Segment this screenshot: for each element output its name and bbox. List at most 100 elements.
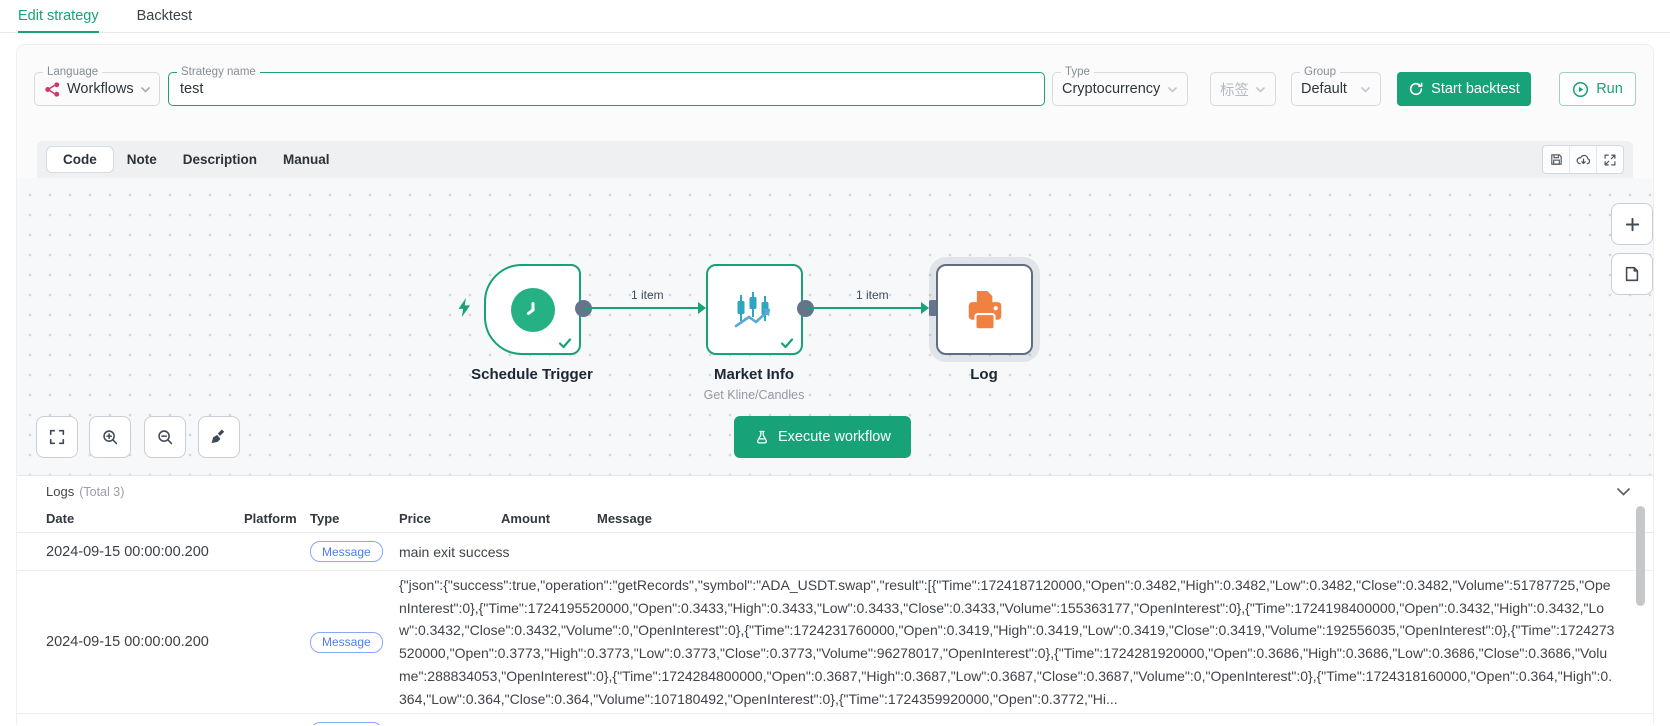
zoom-out-icon bbox=[156, 428, 174, 446]
strategy-name-label: Strategy name bbox=[177, 65, 260, 79]
log-message: main exit success bbox=[399, 543, 510, 560]
col-type: Type bbox=[310, 511, 340, 526]
tags-select[interactable]: 标签 bbox=[1210, 72, 1276, 106]
log-type-badge: Message bbox=[310, 722, 383, 725]
strategy-name-field: Strategy name bbox=[168, 65, 1045, 106]
logs-title: Logs bbox=[46, 484, 75, 499]
tab-edit-strategy[interactable]: Edit strategy bbox=[18, 0, 99, 33]
strategy-name-input[interactable] bbox=[178, 80, 1035, 98]
sync-icon bbox=[1408, 81, 1424, 97]
tab-manual[interactable]: Manual bbox=[283, 152, 330, 167]
editor-toolbar: Code Note Description Manual bbox=[37, 141, 1633, 178]
fit-view-icon bbox=[48, 428, 66, 446]
cloud-download-icon[interactable] bbox=[1569, 146, 1596, 173]
clear-canvas-button[interactable] bbox=[198, 416, 240, 458]
logs-total: (Total 3) bbox=[79, 484, 125, 499]
zoom-in-icon bbox=[101, 428, 119, 446]
connection-label: 1 item bbox=[631, 288, 664, 302]
tab-note[interactable]: Note bbox=[126, 152, 157, 167]
log-message: {"json":{"success":true,"operation":"get… bbox=[399, 577, 1615, 707]
node-log[interactable] bbox=[936, 264, 1033, 355]
tab-code[interactable]: Code bbox=[46, 146, 114, 173]
node-label-schedule-trigger: Schedule Trigger bbox=[471, 366, 593, 383]
printer-icon bbox=[962, 288, 1008, 332]
col-amount: Amount bbox=[501, 511, 551, 526]
node-label-log: Log bbox=[970, 366, 998, 383]
connection-line bbox=[806, 307, 921, 309]
output-connector[interactable] bbox=[797, 300, 814, 317]
editor-tools bbox=[1542, 145, 1624, 174]
col-platform: Platform bbox=[244, 511, 297, 526]
node-schedule-trigger[interactable] bbox=[484, 264, 581, 355]
workflow-icon bbox=[44, 81, 61, 98]
log-row[interactable]: 2024-09-15 00:00:00.200 Message {"json":… bbox=[17, 571, 1653, 715]
log-type-badge: Message bbox=[310, 631, 383, 653]
chevron-down-icon bbox=[1360, 86, 1371, 93]
group-select[interactable]: Group Default bbox=[1291, 65, 1381, 106]
execute-workflow-label: Execute workflow bbox=[778, 429, 891, 445]
tab-backtest[interactable]: Backtest bbox=[136, 8, 193, 24]
strategy-form: Language Workflows Strategy name Type Cr… bbox=[34, 65, 1636, 106]
group-label: Group bbox=[1300, 65, 1340, 79]
start-backtest-label: Start backtest bbox=[1431, 81, 1520, 97]
logs-panel: Logs (Total 3) Date Platform Type Price … bbox=[17, 475, 1653, 725]
page-tabs: Edit strategy Backtest bbox=[0, 0, 1670, 33]
check-icon bbox=[558, 338, 572, 349]
fit-view-button[interactable] bbox=[36, 416, 78, 458]
strategy-card: Language Workflows Strategy name Type Cr… bbox=[16, 44, 1654, 725]
group-value: Default bbox=[1301, 81, 1347, 97]
logs-scrollbar[interactable] bbox=[1636, 506, 1645, 606]
log-row[interactable]: 2024-09-15 00:00:00.200 Message main exi… bbox=[17, 533, 1653, 571]
flask-icon bbox=[754, 429, 770, 446]
connection-label: 1 item bbox=[856, 288, 889, 302]
run-label: Run bbox=[1596, 81, 1623, 97]
lightning-icon bbox=[457, 298, 472, 317]
logs-header: Logs (Total 3) bbox=[17, 476, 1653, 505]
input-connector bbox=[929, 300, 937, 316]
node-subtitle-market-info: Get Kline/Candles bbox=[703, 388, 805, 402]
type-select[interactable]: Type Cryptocurrency bbox=[1052, 65, 1188, 106]
plus-icon bbox=[1623, 215, 1642, 234]
log-date: 2024-09-15 00:00:00.200 bbox=[46, 543, 209, 560]
col-price: Price bbox=[399, 511, 431, 526]
tab-description[interactable]: Description bbox=[182, 152, 258, 167]
candlestick-icon bbox=[732, 290, 778, 330]
col-message: Message bbox=[597, 511, 652, 526]
check-icon bbox=[780, 338, 794, 349]
log-row[interactable]: 2024-09-15 00:00:00.000 Message click Sc… bbox=[17, 714, 1653, 725]
tags-placeholder: 标签 bbox=[1220, 82, 1249, 99]
note-icon bbox=[1623, 265, 1641, 283]
workflow-canvas[interactable]: 1 item 1 item bbox=[17, 178, 1653, 475]
clock-icon bbox=[510, 287, 555, 332]
chevron-down-icon bbox=[1255, 86, 1266, 93]
language-label: Language bbox=[43, 65, 103, 79]
connection-line bbox=[584, 307, 698, 309]
add-note-button[interactable] bbox=[1611, 253, 1653, 295]
col-date: Date bbox=[46, 511, 75, 526]
run-button[interactable]: Run bbox=[1559, 72, 1636, 106]
zoom-in-button[interactable] bbox=[89, 416, 131, 458]
type-value: Cryptocurrency bbox=[1062, 81, 1161, 97]
broom-icon bbox=[210, 428, 228, 446]
chevron-down-icon bbox=[1167, 86, 1178, 93]
connection-arrow-icon bbox=[698, 302, 706, 314]
language-value: Workflows bbox=[67, 81, 134, 97]
save-icon[interactable] bbox=[1543, 146, 1569, 173]
logs-column-headers: Date Platform Type Price Amount Message bbox=[17, 505, 1653, 533]
add-node-button[interactable] bbox=[1611, 203, 1653, 245]
node-label-market-info: Market Info bbox=[713, 366, 795, 383]
log-type-badge: Message bbox=[310, 541, 383, 562]
output-connector[interactable] bbox=[575, 300, 592, 317]
log-date: 2024-09-15 00:00:00.200 bbox=[46, 634, 209, 651]
expand-icon[interactable] bbox=[1596, 146, 1623, 173]
type-label: Type bbox=[1061, 65, 1094, 79]
start-backtest-button[interactable]: Start backtest bbox=[1397, 72, 1531, 106]
collapse-logs-icon[interactable] bbox=[1616, 487, 1631, 496]
chevron-down-icon bbox=[140, 86, 151, 93]
play-circle-icon bbox=[1572, 81, 1589, 98]
connection-arrow-icon bbox=[921, 302, 929, 314]
language-select[interactable]: Language Workflows bbox=[34, 65, 160, 106]
node-market-info[interactable] bbox=[706, 264, 803, 355]
execute-workflow-button[interactable]: Execute workflow bbox=[734, 416, 911, 458]
zoom-out-button[interactable] bbox=[144, 416, 186, 458]
